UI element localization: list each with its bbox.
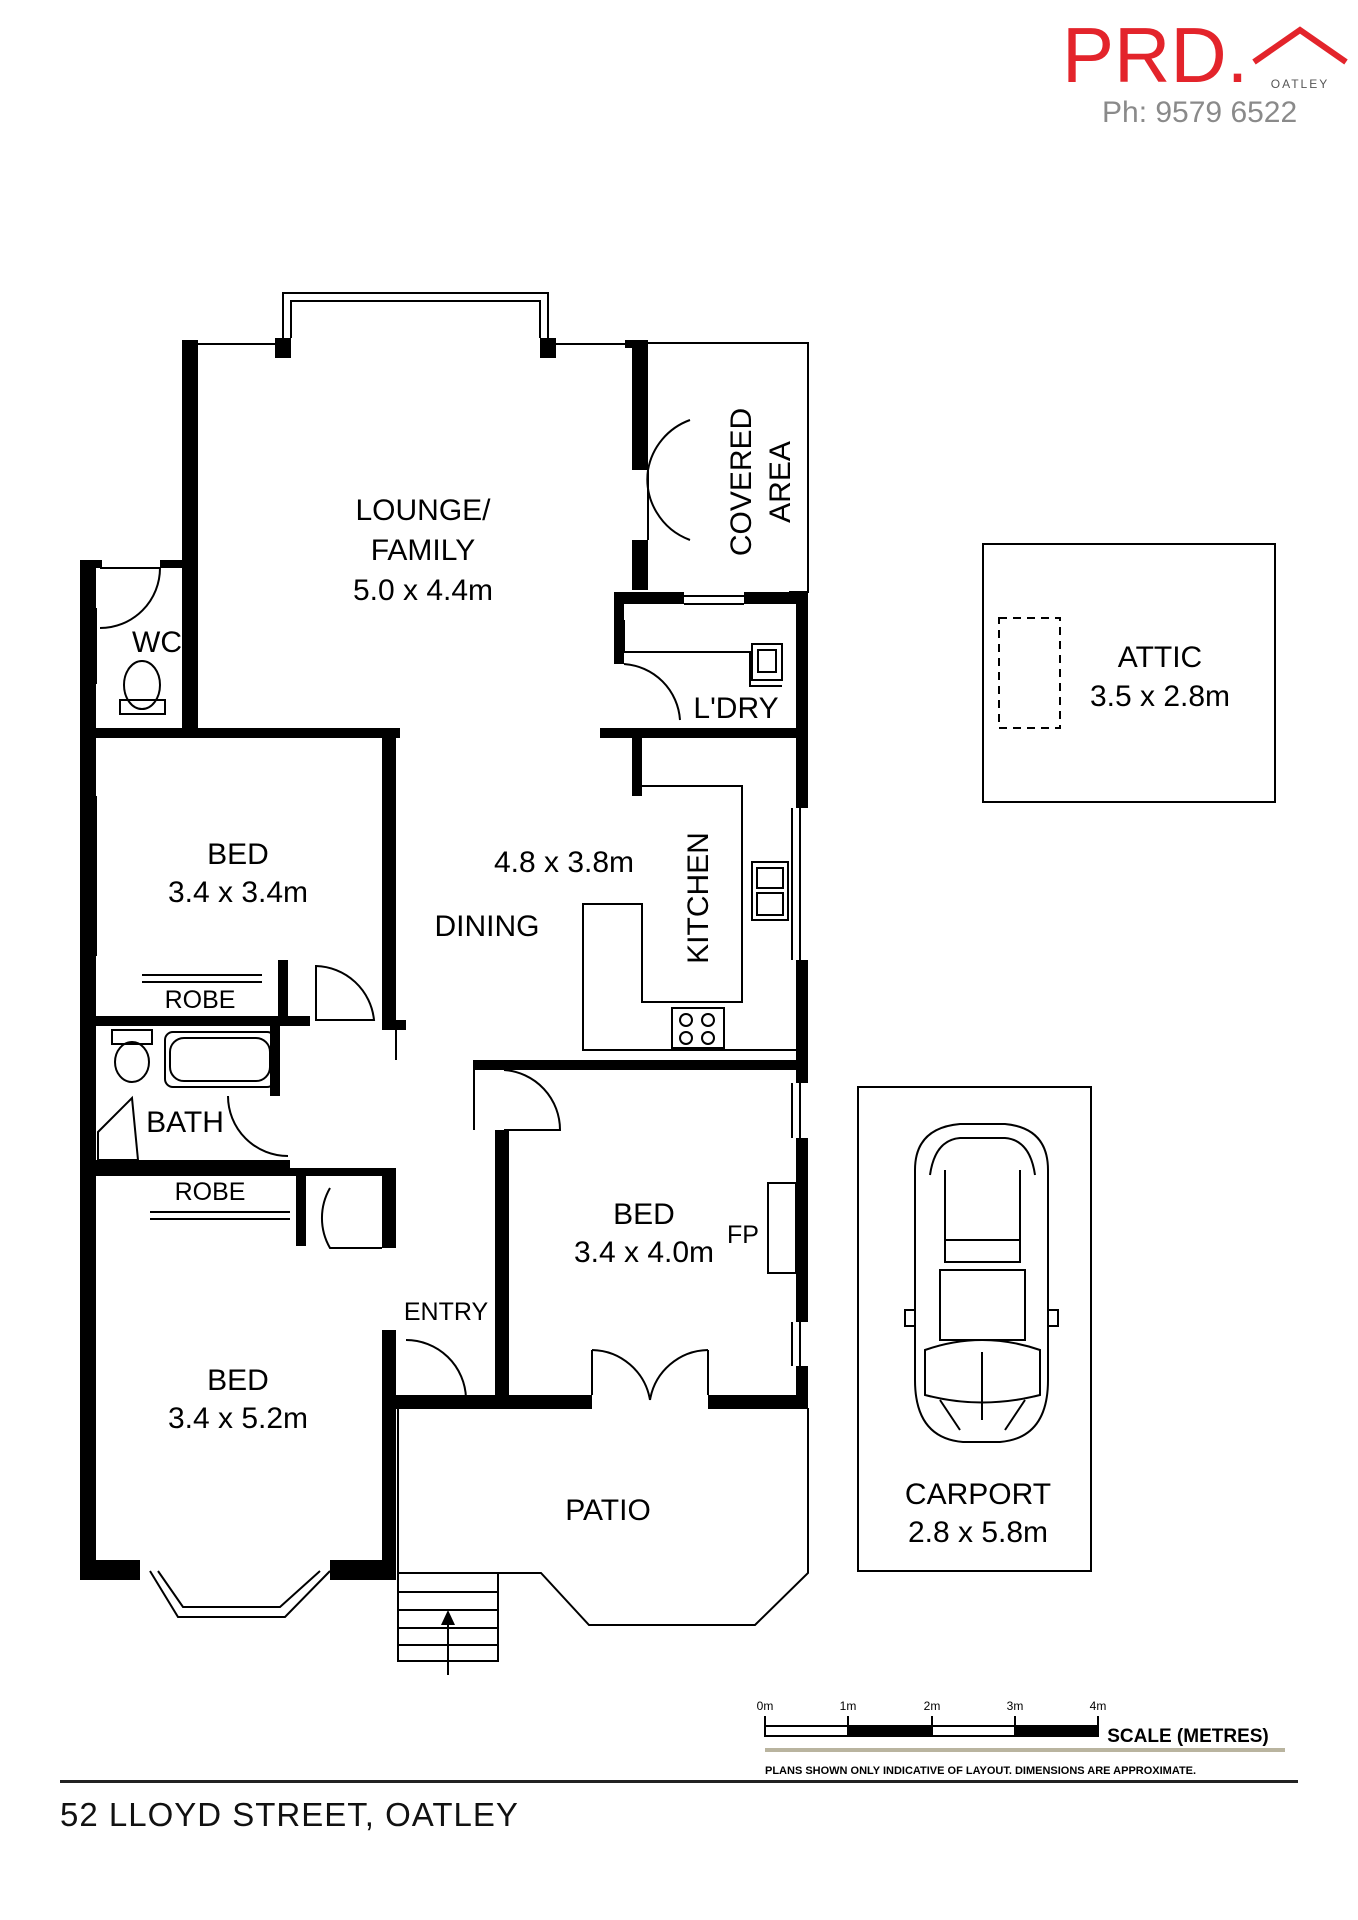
disclaimer: PLANS SHOWN ONLY INDICATIVE OF LAYOUT. D… (765, 1765, 1196, 1777)
brand-suburb: OATLEY (1271, 77, 1329, 91)
scale-title: SCALE (METRES) (1107, 1726, 1269, 1747)
bed1-robe-label: ROBE (165, 986, 236, 1014)
bed1-label: BED (207, 838, 269, 871)
carport-label: CARPORT (905, 1478, 1051, 1511)
wc-label: WC (132, 626, 182, 659)
carport: CARPORT 2.8 x 5.8m (857, 1086, 1092, 1572)
bed1-size: 3.4 x 3.4m (168, 876, 308, 909)
covered-label-2: AREA (764, 441, 797, 523)
car-icon (904, 1123, 1059, 1443)
attic-label: ATTIC (1118, 641, 1202, 674)
dining-size: 4.8 x 3.8m (494, 846, 634, 879)
roof-icon (1252, 26, 1348, 65)
scale-tick-4: 4m (1090, 1699, 1107, 1713)
lounge-label-2: FAMILY (371, 534, 475, 567)
lounge-size: 5.0 x 4.4m (353, 574, 493, 607)
bed2-label: BED (207, 1364, 269, 1397)
scale-tick-3: 3m (1007, 1699, 1024, 1713)
carport-size: 2.8 x 5.8m (908, 1516, 1048, 1549)
fireplace-label: FP (727, 1221, 759, 1249)
footer-divider (60, 1780, 1298, 1783)
brand-name: PRD. (1062, 11, 1248, 99)
brand-logo: PRD. OATLEY Ph: 9579 6522 (1062, 11, 1348, 129)
fixtures (97, 419, 797, 1401)
scale-bar: 0m 1m 2m 3m 4m SCALE (METRES) PLANS SHOW… (757, 1699, 1285, 1777)
property-address: 52 LLOYD STREET, OATLEY (60, 1796, 519, 1833)
bath-label: BATH (146, 1106, 224, 1139)
entry-label: ENTRY (404, 1298, 489, 1326)
kitchen-label: KITCHEN (682, 832, 715, 964)
attic: ATTIC 3.5 x 2.8m (982, 543, 1276, 803)
brand-phone: Ph: 9579 6522 (1102, 96, 1297, 129)
bed3-label: BED (613, 1198, 675, 1231)
laundry-label: L'DRY (693, 692, 778, 725)
scale-tick-2: 2m (924, 1699, 941, 1713)
lounge-label: LOUNGE/ (355, 494, 491, 527)
scale-tick-1: 1m (840, 1699, 857, 1713)
covered-label: COVERED (725, 408, 758, 556)
walls (80, 338, 808, 1580)
scale-tick-0: 0m (757, 1699, 774, 1713)
bed2-robe-label: ROBE (175, 1178, 246, 1206)
dining-label: DINING (435, 910, 540, 943)
attic-size: 3.5 x 2.8m (1090, 680, 1230, 713)
bed3-size: 3.4 x 4.0m (574, 1236, 714, 1269)
patio-label: PATIO (565, 1494, 651, 1527)
bed2-size: 3.4 x 5.2m (168, 1402, 308, 1435)
room-labels: LOUNGE/ FAMILY 5.0 x 4.4m COVERED AREA W… (132, 408, 797, 1527)
